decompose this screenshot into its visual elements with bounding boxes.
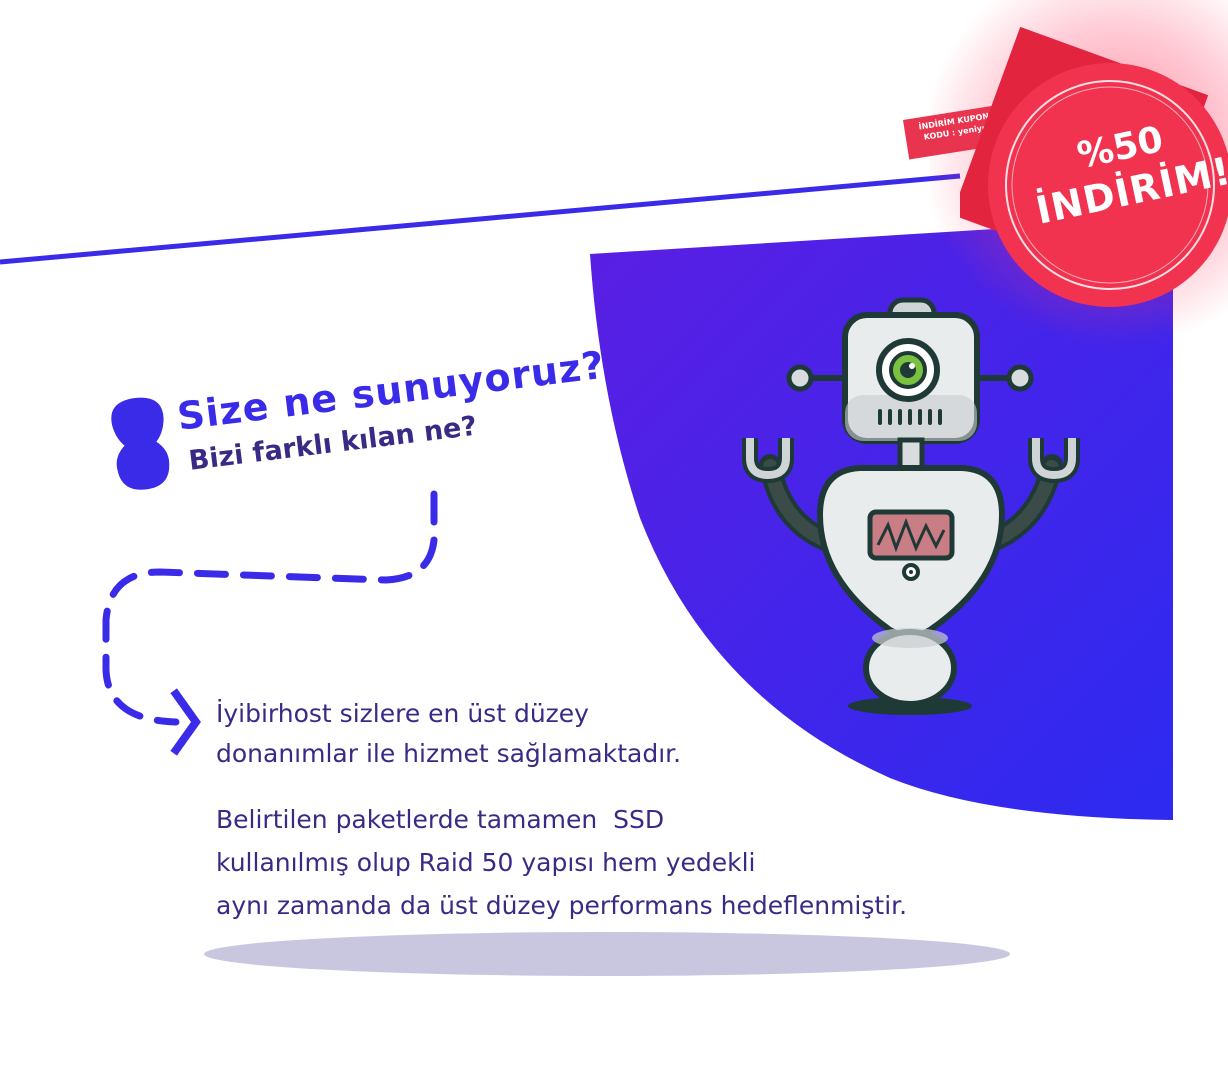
chevron-right-icon xyxy=(170,688,201,756)
details-line-2: kullanılmış olup Raid 50 yapısı hem yede… xyxy=(216,848,756,877)
discount-badge[interactable] xyxy=(960,15,1228,345)
intro-line-1: İyibirhost sizlere en üst düzey xyxy=(216,699,589,728)
blob-shape xyxy=(111,397,170,490)
intro-line-2: donanımlar ile hizmet sağlamaktadır. xyxy=(216,739,682,768)
details-line-3: aynı zamanda da üst düzey performans hed… xyxy=(216,891,908,920)
headline-block: Size ne sunuyoruz? Bizi farklı kılan ne? xyxy=(100,297,634,509)
details-paragraph: Belirtilen paketlerde tamamen SSD kullan… xyxy=(216,798,907,927)
dashed-connector-path xyxy=(102,490,438,756)
details-line-1: Belirtilen paketlerde tamamen SSD xyxy=(216,805,665,834)
robot-illustration xyxy=(742,297,1080,715)
diagonal-divider-line xyxy=(0,173,961,265)
floor-shadow xyxy=(204,932,1010,976)
intro-paragraph: İyibirhost sizlere en üst düzey donanıml… xyxy=(216,694,681,774)
